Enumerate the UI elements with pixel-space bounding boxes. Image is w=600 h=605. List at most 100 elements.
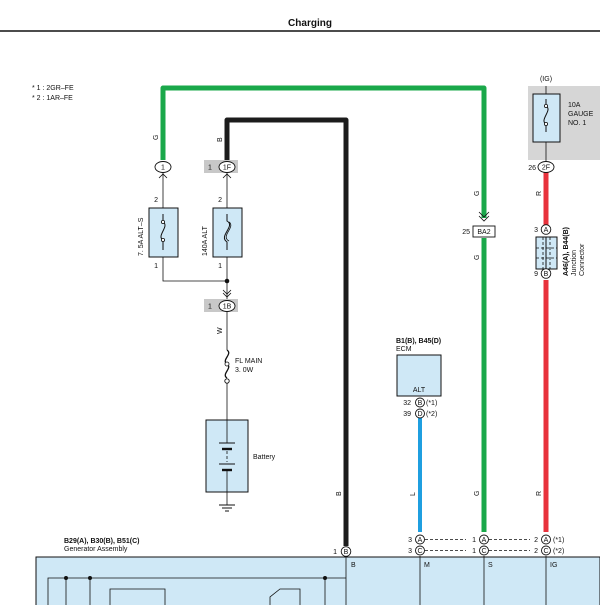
fuse-alt-s-end-bottom xyxy=(160,237,165,242)
gen-ig-top-sig: (*1) xyxy=(553,537,564,544)
junction-top-pin xyxy=(540,224,552,235)
gen-ig-top-pin xyxy=(541,534,551,545)
fl-main-end-top xyxy=(224,361,230,367)
fuse-alt-pin-bottom: 1 xyxy=(218,263,222,270)
connector-1f-number: 1 xyxy=(208,165,212,172)
generator-name: Generator Assembly xyxy=(64,546,128,553)
junction-bottom-pin-label: B xyxy=(544,271,549,278)
ecm-pin-32-label: B xyxy=(418,400,423,407)
connector-2f-number: 26 xyxy=(528,165,536,172)
page-title: Charging xyxy=(288,18,332,29)
generator-box xyxy=(35,556,600,605)
gen-ig-bot-number: 2 xyxy=(534,548,538,555)
junction-name-2: Connector xyxy=(579,243,586,276)
note-2: * 2 : 1AR–FE xyxy=(32,95,73,102)
fuse-alt-s-end-top xyxy=(160,219,165,224)
gen-terminal-s: S xyxy=(488,562,493,569)
gen-terminal-ig: IG xyxy=(550,562,557,569)
junction-top-pin-label: A xyxy=(544,227,549,234)
gauge-label-1: 10A xyxy=(568,102,581,109)
gen-ig-top-pin-label: A xyxy=(544,537,549,544)
wire-label-g-mid: G xyxy=(474,191,481,196)
fl-main-label-2: 3. 0W xyxy=(235,367,254,374)
gauge-fuse-end-top xyxy=(544,104,549,109)
wire-label-b-top: B xyxy=(217,137,224,142)
ba2-connector xyxy=(472,225,496,238)
generator-ref: B29(A), B30(B), B51(C) xyxy=(64,538,139,545)
connector-1b-chevron-2 xyxy=(222,289,232,295)
ecm-pin-39-sig: (*2) xyxy=(426,411,437,418)
fuse-alt-label: 140A ALT xyxy=(202,225,209,256)
gen-internal-coil-2 xyxy=(269,588,301,605)
junction-name-1: Junction xyxy=(571,250,578,276)
gen-m-top-pin-label: A xyxy=(418,537,423,544)
gen-s-top-pin xyxy=(479,534,489,545)
fuse-alt-pin-top: 2 xyxy=(218,197,222,204)
ba2-label: BA2 xyxy=(477,229,490,236)
fl-main-end-bottom xyxy=(224,378,230,384)
connector-1b-chevron xyxy=(222,292,232,298)
junction-bottom-pin xyxy=(540,268,552,279)
wire-label-g-bottom: G xyxy=(474,491,481,496)
gen-m-bot-pin xyxy=(415,545,425,556)
gen-terminal-m: M xyxy=(424,562,430,569)
connector-2f-label: 2F xyxy=(542,165,550,172)
gen-node-3 xyxy=(323,576,327,580)
wire-label-r-top: R xyxy=(536,191,543,196)
junction-ref: A46(A), B44(B) xyxy=(563,227,570,276)
wire-label-b-bottom: B xyxy=(336,491,343,496)
ecm-alt-label: ALT xyxy=(413,387,426,394)
gen-m-top-number: 3 xyxy=(408,537,412,544)
connector-1b-label: 1B xyxy=(223,304,232,311)
ecm-pin-32-number: 32 xyxy=(403,400,411,407)
wire-black xyxy=(224,117,349,546)
ecm-pin-32 xyxy=(415,397,425,408)
gen-node-2 xyxy=(88,576,92,580)
wire-fuse-join xyxy=(162,257,227,282)
connector-1f-chevron xyxy=(222,173,232,179)
fuse-alt-s-label: 7. 5A ALT–S xyxy=(138,217,145,256)
ecm-pin-32-sig: (*1) xyxy=(426,400,437,407)
gen-s-bot-pin xyxy=(479,545,489,556)
gen-ig-bot-sig: (*2) xyxy=(553,548,564,555)
gen-b-number: 1 xyxy=(333,549,337,556)
gen-internal-coil-1 xyxy=(109,588,166,605)
gen-m-top-pin xyxy=(415,534,425,545)
connector-1 xyxy=(154,161,172,173)
gen-m-bot-number: 3 xyxy=(408,548,412,555)
gen-s-top-pin-label: A xyxy=(482,537,487,544)
gen-s-bot-number: 1 xyxy=(472,548,476,555)
gauge-label-2: GAUGE xyxy=(568,111,594,118)
gen-m-bot-pin-label: C xyxy=(417,548,422,555)
fl-main-label-1: FL MAIN xyxy=(235,358,262,365)
wire-label-l: L xyxy=(410,492,417,496)
junction-top-number: 3 xyxy=(534,227,538,234)
splice-point xyxy=(224,278,230,284)
ecm-ref: B1(B), B45(D) xyxy=(396,338,441,345)
gen-terminal-b: B xyxy=(351,562,356,569)
ecm-pin-39 xyxy=(415,408,425,419)
ba2-chevron-2 xyxy=(478,215,490,222)
gen-b-pin-label: B xyxy=(344,549,349,556)
gen-internal-bus xyxy=(47,577,346,605)
fuse-alt-icon xyxy=(223,214,231,250)
ba2-chevron-1 xyxy=(478,211,490,218)
fuse-alt-s-pin-top: 2 xyxy=(154,197,158,204)
gen-ig-bot-pin xyxy=(541,545,551,556)
ig-label: (IG) xyxy=(540,76,552,83)
ecm-pin-39-label: D xyxy=(417,411,422,418)
wire-label-w: W xyxy=(217,327,224,334)
ba2-number: 25 xyxy=(462,229,470,236)
battery-label: Battery xyxy=(253,454,276,461)
ecm-name: ECM xyxy=(396,346,412,353)
connector-1f-label: 1F xyxy=(223,165,231,172)
fuse-alt-icon-inner xyxy=(225,221,232,242)
note-1: * 1 : 2GR–FE xyxy=(32,85,74,92)
fuse-alt-s-pin-bottom: 1 xyxy=(154,263,158,270)
connector-2f xyxy=(537,161,555,173)
connector-1-label: 1 xyxy=(161,165,165,172)
gen-s-top-number: 1 xyxy=(472,537,476,544)
gauge-fuse-end-bottom xyxy=(544,122,549,127)
connector-1f xyxy=(218,161,236,173)
